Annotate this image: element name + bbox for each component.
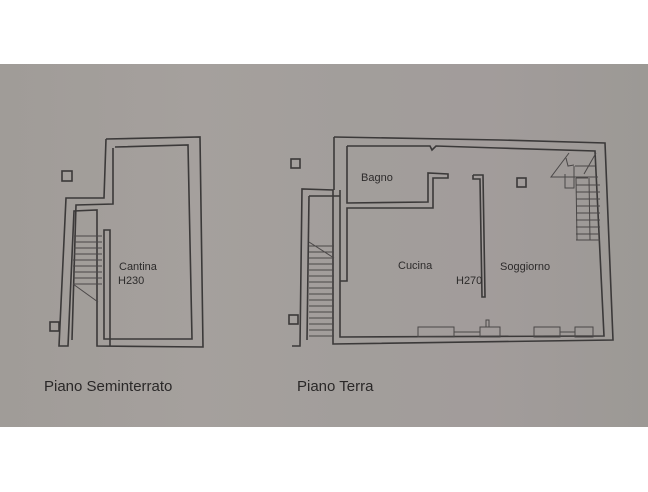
ground-floor-plan [288, 136, 614, 347]
floor-title-ground: Piano Terra [297, 378, 374, 395]
room-height-cantina: H230 [118, 275, 145, 287]
room-label-soggiorno: Soggiorno [500, 261, 551, 273]
basement-stairs [72, 235, 102, 303]
room-label-bagno: Bagno [361, 172, 393, 184]
column-marker [61, 170, 73, 182]
room-label-cucina: Cucina [398, 260, 433, 272]
room-height-ground: H270 [456, 275, 483, 287]
floor-title-basement: Piano Seminterrato [44, 378, 173, 395]
column-marker [290, 158, 301, 169]
column-marker [49, 321, 60, 332]
column-marker [288, 314, 299, 325]
room-label-cantina: Cantina [119, 261, 157, 273]
ground-stairs-right [550, 152, 600, 241]
window-openings [417, 319, 594, 338]
ground-stairs-left [308, 241, 335, 337]
basement-plan [49, 136, 204, 348]
column-marker [516, 177, 527, 188]
